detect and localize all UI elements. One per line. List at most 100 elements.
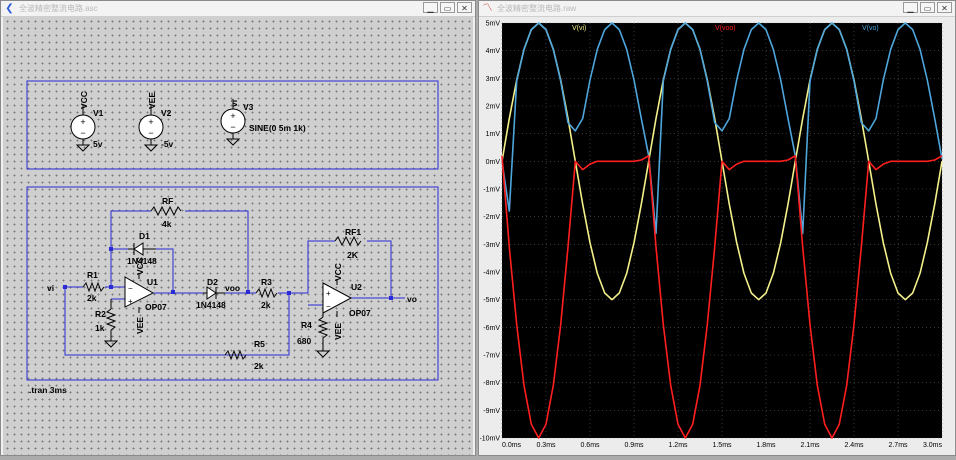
source-v1[interactable]: + − xyxy=(70,105,96,152)
resistor-r2[interactable] xyxy=(103,299,119,348)
diode-d1[interactable] xyxy=(128,242,156,256)
u1-model: OP07 xyxy=(145,302,167,312)
rf-value: 4k xyxy=(162,219,172,229)
r1-name: R1 xyxy=(87,270,98,280)
minimize-button[interactable]: ▁ xyxy=(903,2,918,13)
schematic-titlebar[interactable]: ❮ 全波精密整流电路.asc ▁ ▭ ✕ xyxy=(1,1,475,17)
legend-vi[interactable]: V(vi) xyxy=(572,25,586,32)
opamp-u1[interactable]: − + xyxy=(124,273,155,313)
r2-value: 1k xyxy=(95,323,105,333)
x-tick-label: 3.0ms xyxy=(923,442,943,449)
net-label-vo: vo xyxy=(407,294,417,304)
waveform-title: 全波精密整流电路.raw xyxy=(497,4,577,13)
close-button[interactable]: ✕ xyxy=(937,2,952,13)
spice-directive[interactable]: .tran 3ms xyxy=(29,385,67,395)
schematic-app-icon: ❮ xyxy=(5,3,14,14)
net-label-vi: vi xyxy=(47,283,54,293)
x-tick-label: 2.1ms xyxy=(800,442,820,449)
v1-name: V1 xyxy=(93,108,104,118)
resistor-r3[interactable] xyxy=(255,287,278,299)
circuit-box xyxy=(26,186,439,381)
net-label-voo: voo xyxy=(225,283,240,293)
u1-vcc: VCC xyxy=(135,257,145,275)
u1-name: U1 xyxy=(147,277,158,287)
d2-value: 1N4148 xyxy=(196,300,226,310)
v2-net-label: VEE xyxy=(147,92,157,109)
v3-value: SINE(0 5m 1k) xyxy=(249,123,306,133)
x-tick-label: 2.4ms xyxy=(844,442,864,449)
junctions xyxy=(63,247,393,300)
resistor-r5[interactable] xyxy=(224,349,247,361)
diode-d2[interactable] xyxy=(203,286,225,300)
y-tick-label: 1mV xyxy=(486,131,501,138)
y-tick-label: -2mV xyxy=(483,214,500,221)
svg-text:−: − xyxy=(230,122,235,132)
resistor-rf1[interactable] xyxy=(334,235,362,247)
waveform-plot[interactable]: 5mV4mV3mV2mV1mV0mV-1mV-2mV-3mV-4mV-5mV-6… xyxy=(479,17,954,455)
schematic-window[interactable]: ❮ 全波精密整流电路.asc ▁ ▭ ✕ + − VCC V xyxy=(0,0,476,456)
schematic-title: 全波精密整流电路.asc xyxy=(19,4,98,13)
trace-voo[interactable] xyxy=(501,155,943,439)
y-tick-label: -8mV xyxy=(483,380,500,387)
y-tick-label: -5mV xyxy=(483,297,500,304)
u2-vee: VEE xyxy=(333,323,343,340)
v3-net-label: vi xyxy=(229,100,239,107)
svg-text:−: − xyxy=(326,302,331,311)
schematic-canvas[interactable]: + − VCC V1 5v + − VEE V2 -5v + xyxy=(3,17,473,455)
svg-text:+: + xyxy=(148,117,153,127)
v1-net-label: VCC xyxy=(79,91,89,109)
resistor-rf[interactable] xyxy=(150,205,182,217)
power-sources-box xyxy=(26,80,439,170)
u2-vcc: VCC xyxy=(333,263,343,281)
y-tick-labels: 5mV4mV3mV2mV1mV0mV-1mV-2mV-3mV-4mV-5mV-6… xyxy=(479,21,501,443)
plot-grid xyxy=(501,22,943,439)
resistor-r1[interactable] xyxy=(82,281,105,293)
r2-name: R2 xyxy=(95,309,106,319)
legend-voo[interactable]: V(voo) xyxy=(715,25,736,32)
svg-text:−: − xyxy=(148,128,153,138)
plot-area[interactable] xyxy=(502,23,942,438)
svg-text:+: + xyxy=(80,117,85,127)
x-tick-label: 1.2ms xyxy=(668,442,688,449)
y-tick-label: -3mV xyxy=(483,242,500,249)
plot-traces xyxy=(501,22,943,439)
d2-name: D2 xyxy=(207,277,218,287)
svg-text:+: + xyxy=(230,111,235,121)
y-tick-label: 5mV xyxy=(486,21,501,28)
opamp-u2[interactable]: + − xyxy=(322,279,353,317)
r5-value: 2k xyxy=(254,361,264,371)
y-tick-label: -6mV xyxy=(483,325,500,332)
r4-value: 680 xyxy=(297,336,311,346)
u2-model: OP07 xyxy=(349,308,371,318)
y-tick-label: -10mV xyxy=(480,436,500,443)
legend-vo[interactable]: V(vo) xyxy=(862,25,879,32)
maximize-button[interactable]: ▭ xyxy=(440,2,455,13)
y-tick-label: 4mV xyxy=(486,48,501,55)
v2-name: V2 xyxy=(161,108,172,118)
x-tick-label: 2.7ms xyxy=(888,442,908,449)
source-v2[interactable]: + − xyxy=(138,105,164,152)
svg-text:−: − xyxy=(80,128,85,138)
r3-value: 2k xyxy=(261,300,271,310)
rf-name: RF xyxy=(162,196,173,206)
minimize-button[interactable]: ▁ xyxy=(423,2,438,13)
svg-text:+: + xyxy=(326,289,331,298)
source-v3[interactable]: + − xyxy=(220,99,246,146)
close-button[interactable]: ✕ xyxy=(457,2,472,13)
x-tick-label: 0.9ms xyxy=(624,442,644,449)
v1-value: 5v xyxy=(93,139,103,149)
waveform-titlebar[interactable]: 〽 全波精密整流电路.raw ▁ ▭ ✕ xyxy=(479,1,955,17)
r5-name: R5 xyxy=(254,339,265,349)
x-tick-label: 0.3ms xyxy=(536,442,556,449)
waveform-app-icon: 〽 xyxy=(482,3,493,14)
maximize-button[interactable]: ▭ xyxy=(920,2,935,13)
trace-vo[interactable] xyxy=(501,22,943,235)
y-tick-label: 3mV xyxy=(486,76,501,83)
u1-vee: VEE xyxy=(135,317,145,334)
y-tick-label: 2mV xyxy=(486,104,501,111)
v3-name: V3 xyxy=(243,102,254,112)
d1-name: D1 xyxy=(139,231,150,241)
svg-text:−: − xyxy=(128,284,133,293)
